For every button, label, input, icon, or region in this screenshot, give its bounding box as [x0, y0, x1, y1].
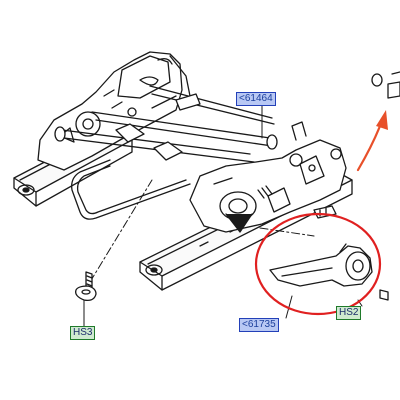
hardware-callout-hs3[interactable]: HS3 — [70, 326, 96, 340]
hardware-callout-hs2[interactable]: HS2 — [336, 306, 362, 320]
release-lever-detail — [269, 243, 373, 287]
part-number-callout-61735[interactable]: <61735 — [239, 318, 279, 332]
hs3-bolt — [75, 271, 97, 302]
right-side-plate — [189, 121, 347, 233]
detail-highlight-circle — [254, 212, 382, 316]
detail-arrow — [356, 110, 388, 172]
hs3-leader-line — [89, 179, 315, 283]
cross-tubes — [54, 85, 278, 163]
front-wire-loop — [71, 159, 191, 220]
part-number-callout-61464[interactable]: <61464 — [236, 92, 276, 106]
callout-leaders — [83, 104, 363, 327]
cropped-component-fragment — [371, 71, 400, 99]
